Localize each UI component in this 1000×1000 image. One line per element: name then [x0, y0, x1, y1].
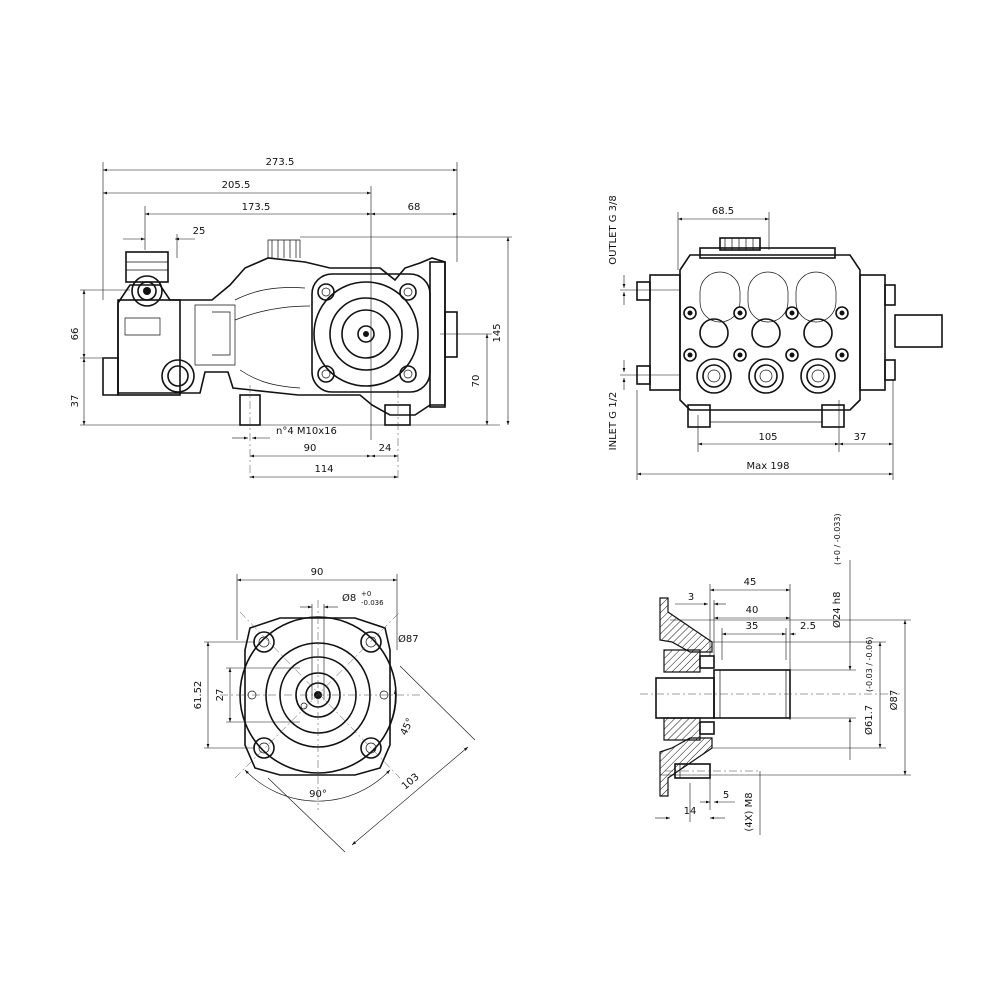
flange-dim-90deg: 90°: [309, 789, 327, 800]
dim-273-5: 273.5: [266, 157, 295, 168]
dim-37-front: 37: [854, 432, 867, 443]
head-port-row: [683, 271, 849, 394]
shaft-dim-14: 14: [684, 806, 697, 817]
shaft-dim-2-5: 2.5: [800, 621, 816, 632]
shaft-dia87: Ø87: [888, 690, 900, 711]
flange-dim-90: 90: [311, 567, 324, 578]
dim-173-5: 173.5: [242, 202, 271, 213]
flange-dim-61-52: 61.52: [193, 681, 204, 710]
dim-66: 66: [70, 328, 81, 341]
dim-68-5: 68.5: [712, 206, 734, 217]
dim-37: 37: [70, 395, 81, 408]
dim-90: 90: [304, 443, 317, 454]
front-view: 68.5 OUTLET G 3/8 INLET G 1/2: [608, 195, 943, 480]
pin-dim: Ø8: [342, 592, 356, 604]
shaft-dim-35: 35: [746, 621, 759, 632]
flange-view: 90 Ø8 +0 -0.036 Ø87 61.52: [193, 567, 476, 853]
dim-145: 145: [492, 323, 503, 342]
shaft-section-view: 45 3 40 35 2.5 Ø24 h8 (+: [640, 513, 911, 835]
shaft-diameter-tol: (+0 / -0.033): [833, 513, 842, 565]
dim-68: 68: [408, 202, 421, 213]
shaft-dim-45: 45: [744, 577, 757, 588]
inlet-label: INLET G 1/2: [608, 392, 619, 451]
outlet-label: OUTLET G 3/8: [608, 195, 619, 265]
shaft-dim-3: 3: [688, 592, 694, 603]
flange-dia87: Ø87: [398, 633, 419, 645]
shaft-diameter: Ø24 h8: [831, 592, 843, 628]
dim-114: 114: [314, 464, 333, 475]
dim-25: 25: [193, 226, 206, 237]
flange-dim-27: 27: [215, 689, 226, 702]
thread-label: (4X) M8: [744, 792, 755, 831]
side-view: 273.5 205.5 173.5 68 25: [70, 157, 512, 480]
dim-max198: Max 198: [747, 461, 790, 472]
dim-105: 105: [758, 432, 777, 443]
flange-dim-45deg: 45°: [399, 717, 416, 738]
dim-70: 70: [471, 375, 482, 388]
pin-tol-lower: -0.036: [361, 599, 384, 607]
pin-tol-upper: +0: [361, 590, 371, 598]
bolt-note: n°4 M10x16: [276, 426, 337, 437]
bore-diameter-tol: (-0.03 / -0.06): [865, 637, 874, 692]
shaft-dim-5: 5: [723, 790, 729, 801]
dim-205-5: 205.5: [222, 180, 251, 191]
dim-24: 24: [379, 443, 392, 454]
bore-diameter: Ø61.7: [863, 705, 875, 735]
shaft-dim-40: 40: [746, 605, 759, 616]
